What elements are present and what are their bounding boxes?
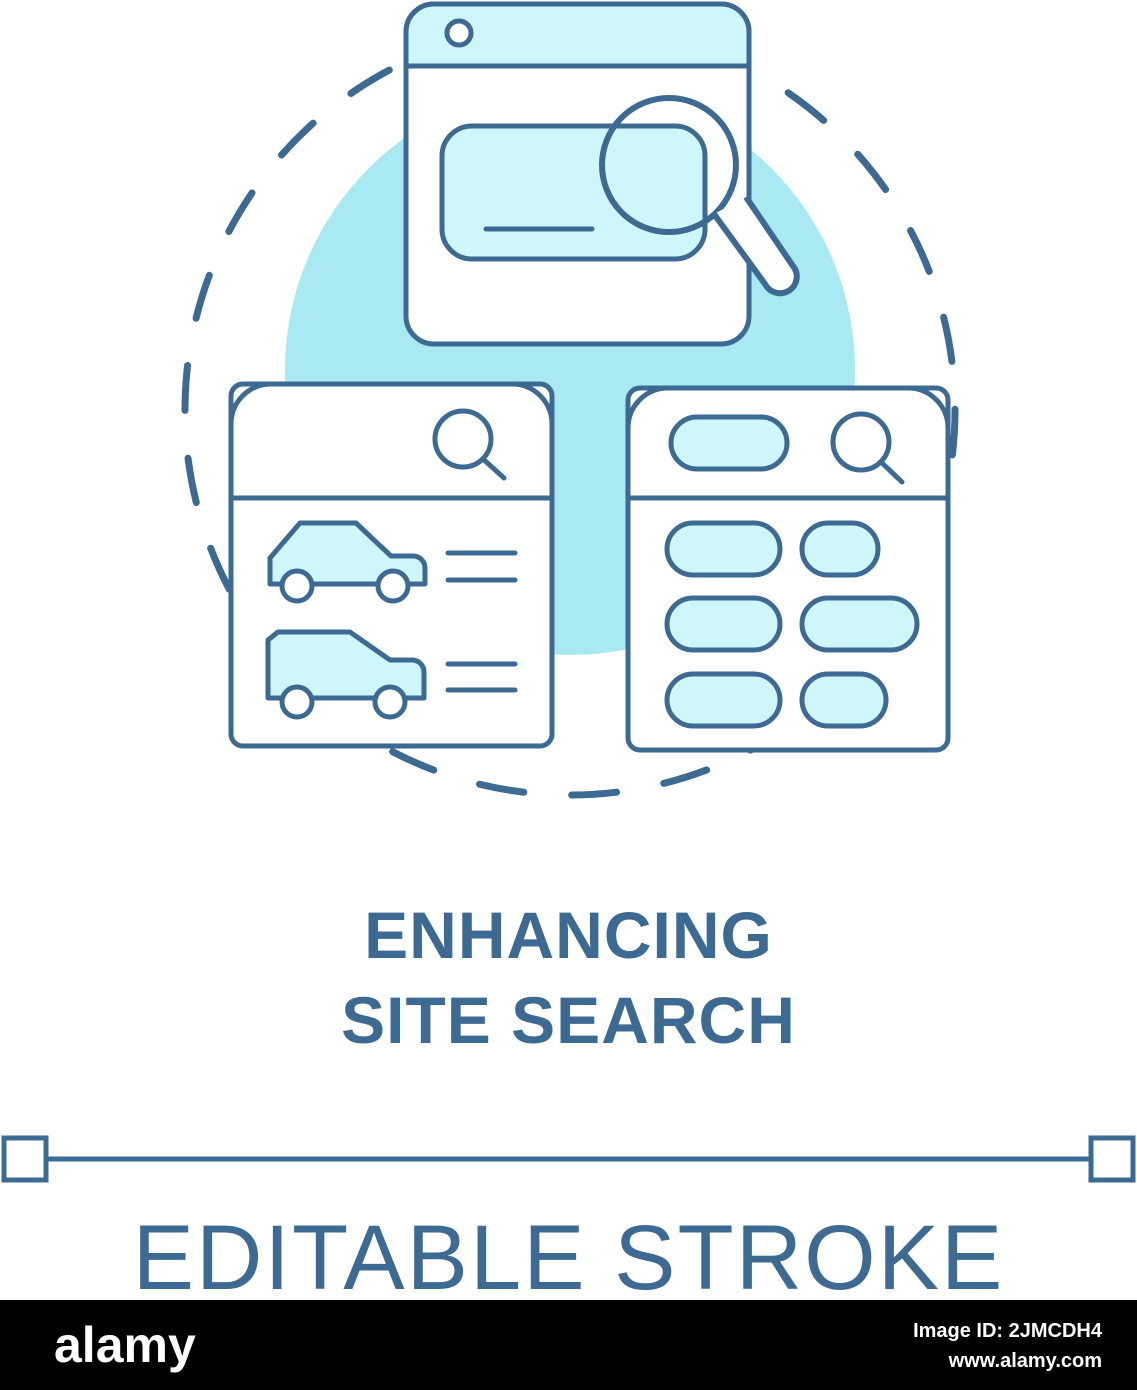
car-icon — [267, 520, 428, 604]
suv-icon — [265, 629, 427, 720]
brand-logo: alamy — [54, 1317, 196, 1373]
browser-window-icon — [403, 1, 800, 347]
right-anchor-handle — [1088, 1135, 1136, 1183]
editable-stroke-caption: EDITABLE STROKE — [132, 1207, 1005, 1309]
footer-bar: alamy Image ID: 2JMCDH4 www.alamy.com — [0, 1300, 1137, 1390]
tags-card — [625, 385, 951, 753]
editable-stroke-bar — [1, 1135, 1136, 1183]
title-line-2: SITE SEARCH — [341, 983, 796, 1057]
site-search-illustration — [181, 1, 959, 799]
title-line-1: ENHANCING — [364, 898, 773, 972]
tag-pill-icon — [668, 414, 790, 472]
magnifier-handle — [711, 195, 800, 297]
site-url: www.alamy.com — [948, 1350, 1102, 1372]
listing-card — [228, 381, 555, 749]
image-id: Image ID: 2JMCDH4 — [913, 1320, 1102, 1342]
magnifier-icon — [599, 95, 739, 235]
left-anchor-handle — [1, 1135, 49, 1183]
